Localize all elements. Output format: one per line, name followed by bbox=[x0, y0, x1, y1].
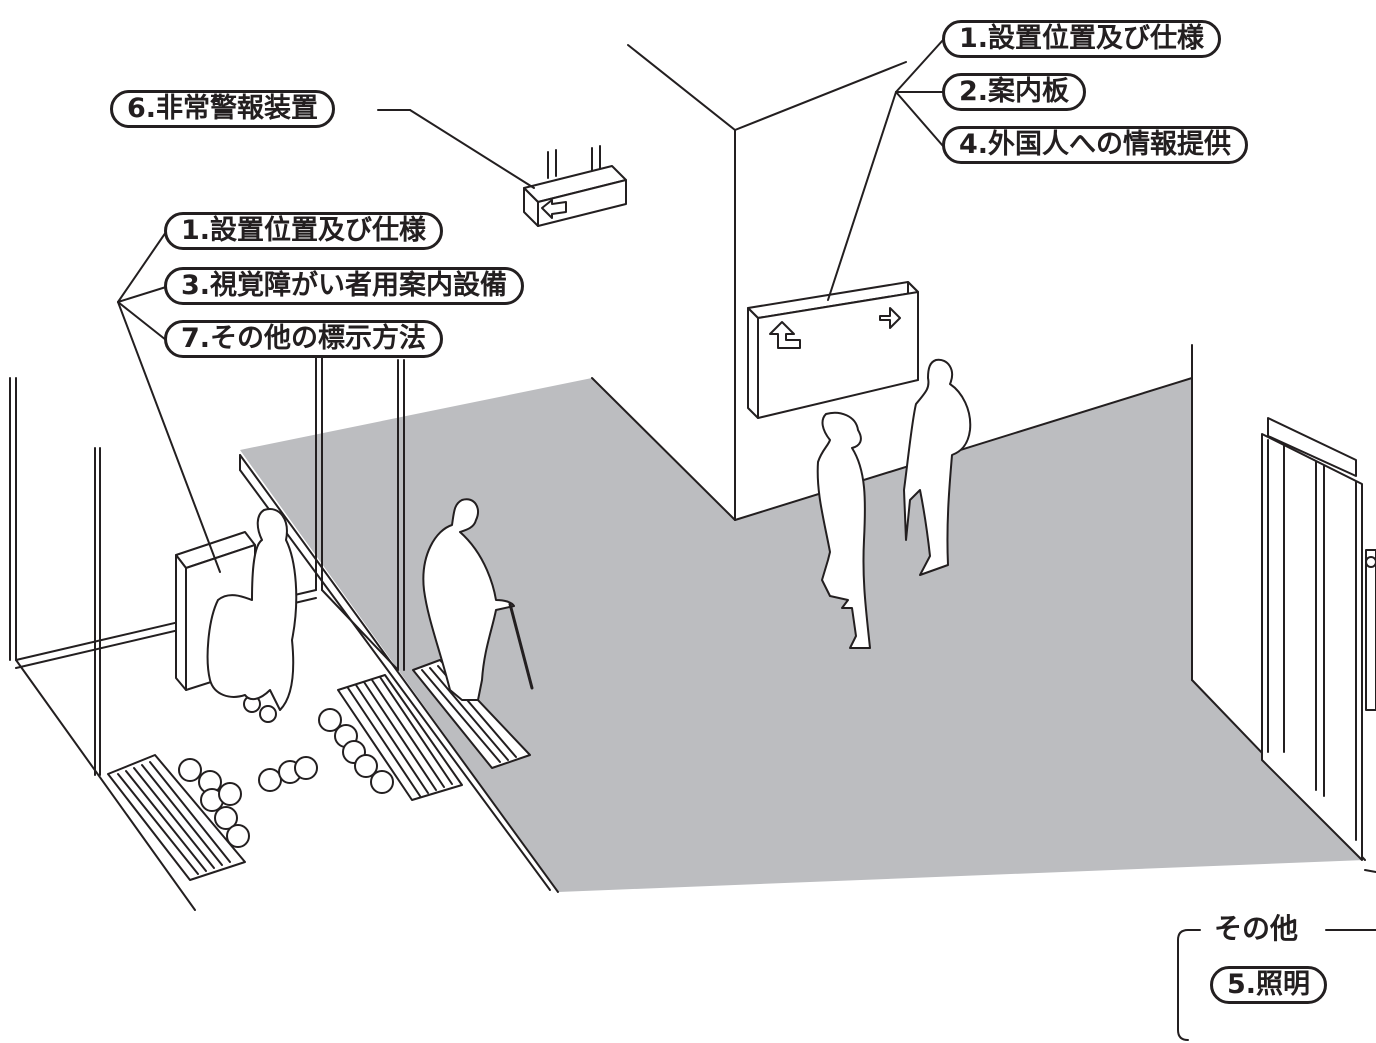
up-left-arrow-icon bbox=[769, 321, 801, 349]
pillar-top bbox=[734, 61, 907, 131]
callout-other-display-methods: 7.その他の標示方法 bbox=[164, 320, 444, 358]
lobby-floor bbox=[240, 378, 1365, 892]
ceiling-line bbox=[627, 44, 736, 131]
wheelchair-user-figure bbox=[206, 508, 298, 711]
emergency-alarm-device bbox=[523, 145, 627, 227]
cane bbox=[508, 602, 534, 690]
guide-board bbox=[747, 281, 919, 419]
leader-lines bbox=[117, 39, 944, 573]
floor-edge-right bbox=[734, 377, 1193, 521]
callout-installation-spec-pillar: 1.設置位置及び仕様 bbox=[942, 20, 1222, 58]
callout-emergency-alarm: 6.非常警報装置 bbox=[110, 90, 336, 128]
elderly-person-figure bbox=[422, 498, 534, 701]
floor-edge-left bbox=[239, 454, 559, 893]
other-bracket bbox=[1177, 929, 1376, 1041]
callout-installation-spec-board: 1.設置位置及び仕様 bbox=[164, 212, 444, 250]
callout-foreigner-info: 4.外国人への情報提供 bbox=[942, 126, 1249, 164]
tactile-guide-dots bbox=[178, 695, 394, 848]
callout-lighting: 5.照明 bbox=[1210, 966, 1328, 1004]
left-arrow-icon bbox=[541, 199, 567, 219]
person-reading-sign-figure bbox=[816, 411, 871, 649]
callout-guide-board: 2.案内板 bbox=[942, 73, 1087, 111]
person-standing-figure bbox=[903, 358, 972, 576]
right-arrow-icon bbox=[879, 307, 901, 329]
tactile-warning-blocks bbox=[107, 659, 531, 881]
floor-edge-back bbox=[591, 377, 736, 521]
callout-visually-impaired-guide: 3.視覚障がい者用案内設備 bbox=[164, 267, 525, 305]
other-section-title: その他 bbox=[1208, 912, 1305, 946]
elevator bbox=[1261, 417, 1376, 861]
floor-front-right bbox=[1364, 869, 1376, 873]
